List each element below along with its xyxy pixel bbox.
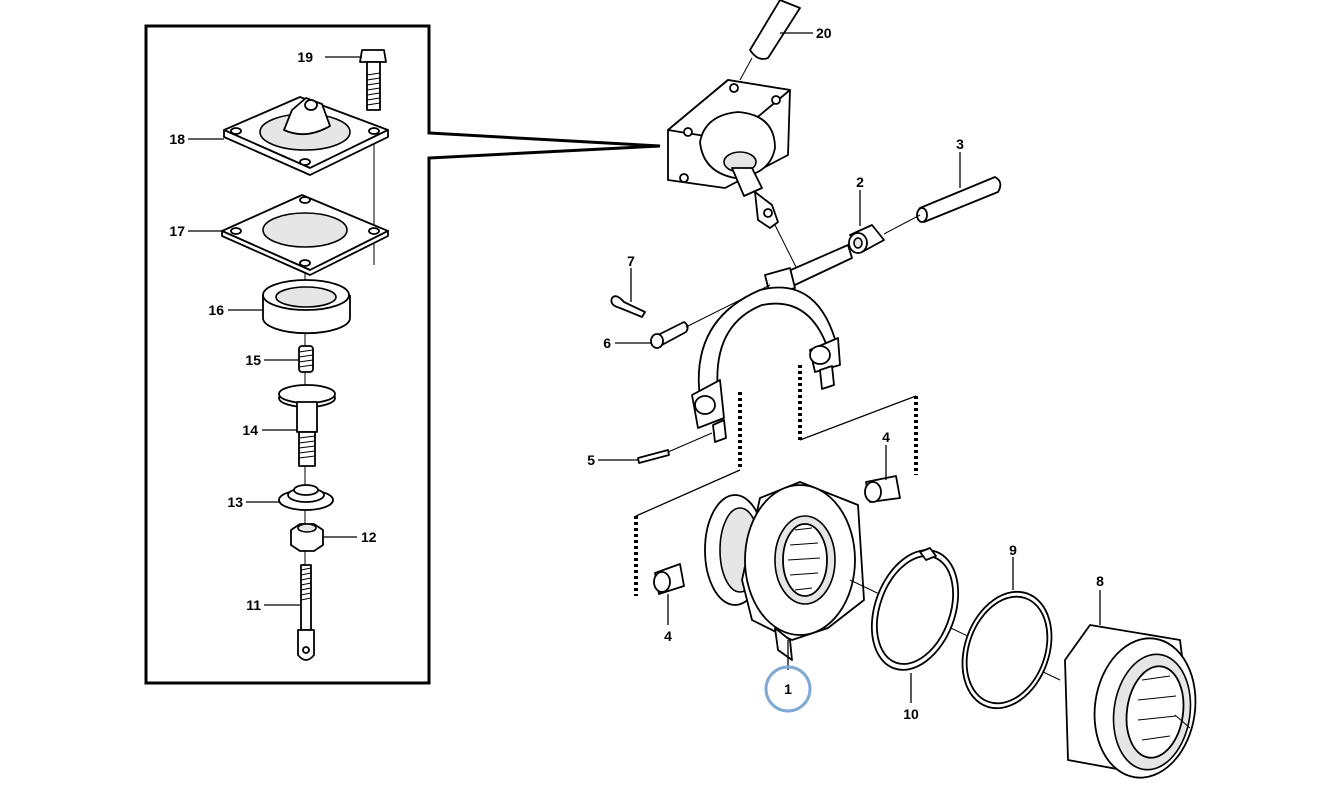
part-4-shoe-right[interactable]	[864, 475, 901, 503]
label-17: 17	[169, 223, 185, 239]
part-4-shoe-left[interactable]	[653, 563, 685, 595]
label-10: 10	[903, 706, 919, 722]
label-5: 5	[587, 452, 595, 468]
inset-detail-frame	[144, 24, 661, 685]
part-6-clevis-pin[interactable]	[650, 321, 689, 349]
label-14: 14	[242, 422, 258, 438]
part-5-roll-pin[interactable]	[637, 449, 670, 464]
part-11-threaded-rod[interactable]	[297, 564, 315, 661]
label-6: 6	[603, 335, 611, 351]
label-4-left: 4	[664, 628, 672, 644]
part-2-bushing[interactable]	[848, 224, 885, 254]
part-19-bolt[interactable]	[359, 49, 387, 111]
label-7: 7	[627, 253, 635, 269]
part-16-bushing[interactable]	[262, 279, 351, 335]
part-3-shaft[interactable]	[916, 176, 1002, 223]
control-housing[interactable]	[667, 79, 791, 229]
label-19: 19	[297, 49, 313, 65]
part-12-nut[interactable]	[290, 523, 324, 552]
part-9-ring[interactable]	[947, 579, 1067, 720]
label-8: 8	[1096, 573, 1104, 589]
part-8-hub[interactable]	[1064, 624, 1204, 784]
callout-leaders	[188, 32, 1101, 703]
label-1[interactable]: 1	[784, 681, 792, 697]
part-20-cable[interactable]	[739, 0, 801, 81]
label-3: 3	[956, 136, 964, 152]
label-20: 20	[816, 25, 832, 41]
shift-fork[interactable]	[691, 286, 841, 443]
part-13-spring-washer[interactable]	[278, 484, 334, 511]
part-1-sliding-sleeve[interactable]	[704, 481, 865, 661]
label-9: 9	[1009, 542, 1017, 558]
label-11: 11	[246, 597, 261, 613]
part-15-stud-insert[interactable]	[298, 345, 314, 373]
part-10-circlip[interactable]	[856, 538, 974, 682]
label-4-right: 4	[882, 429, 890, 445]
highlight-marker	[764, 665, 812, 713]
label-15: 15	[245, 352, 261, 368]
part-17-gasket[interactable]	[221, 194, 389, 276]
label-18: 18	[169, 131, 185, 147]
part-7-cotter-pin[interactable]	[610, 295, 646, 318]
label-16: 16	[208, 302, 224, 318]
label-13: 13	[227, 494, 243, 510]
label-2: 2	[856, 174, 864, 190]
dashed-leader-lines	[634, 365, 918, 596]
part-18-cover[interactable]	[223, 96, 389, 176]
label-12: 12	[361, 529, 377, 545]
part-14-pin[interactable]	[278, 384, 336, 467]
